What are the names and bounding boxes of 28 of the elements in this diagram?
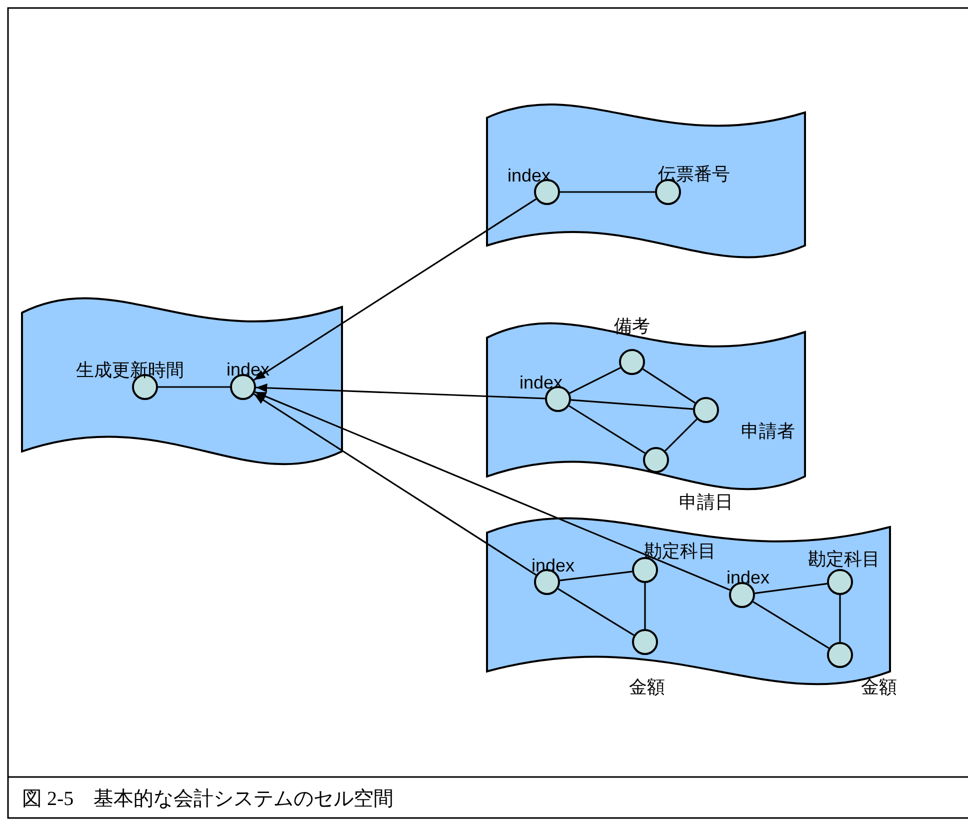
connector-line bbox=[642, 368, 696, 404]
connector-line bbox=[568, 405, 646, 454]
connector-line bbox=[664, 418, 698, 452]
node-label: 申請日 bbox=[679, 491, 733, 514]
connector-line bbox=[558, 588, 634, 636]
connector-line bbox=[560, 570, 632, 582]
arrow bbox=[254, 393, 536, 576]
arrow bbox=[256, 383, 546, 400]
node-label: index bbox=[507, 166, 551, 186]
arrow bbox=[254, 391, 730, 591]
connector-line bbox=[644, 583, 646, 629]
node-label: index bbox=[531, 556, 575, 576]
node-label: 備考 bbox=[614, 315, 650, 338]
node-label: index bbox=[726, 568, 770, 588]
node-label: index bbox=[519, 372, 563, 394]
connector-line bbox=[158, 386, 230, 388]
node-label: 勘定科目 bbox=[808, 548, 880, 571]
connector-line bbox=[560, 191, 655, 193]
node-label: 申請者 bbox=[741, 420, 795, 443]
node-label: 金額 bbox=[861, 676, 897, 699]
node-label: 金額 bbox=[629, 676, 665, 699]
connector-line bbox=[569, 367, 621, 394]
figure-caption: 図 2-5 基本的な会計システムのセル空間 bbox=[22, 787, 394, 812]
arrow bbox=[254, 198, 536, 381]
connector-line bbox=[754, 582, 828, 594]
connector-line bbox=[752, 601, 830, 649]
connector-line bbox=[839, 595, 841, 642]
connector-line bbox=[570, 399, 694, 410]
